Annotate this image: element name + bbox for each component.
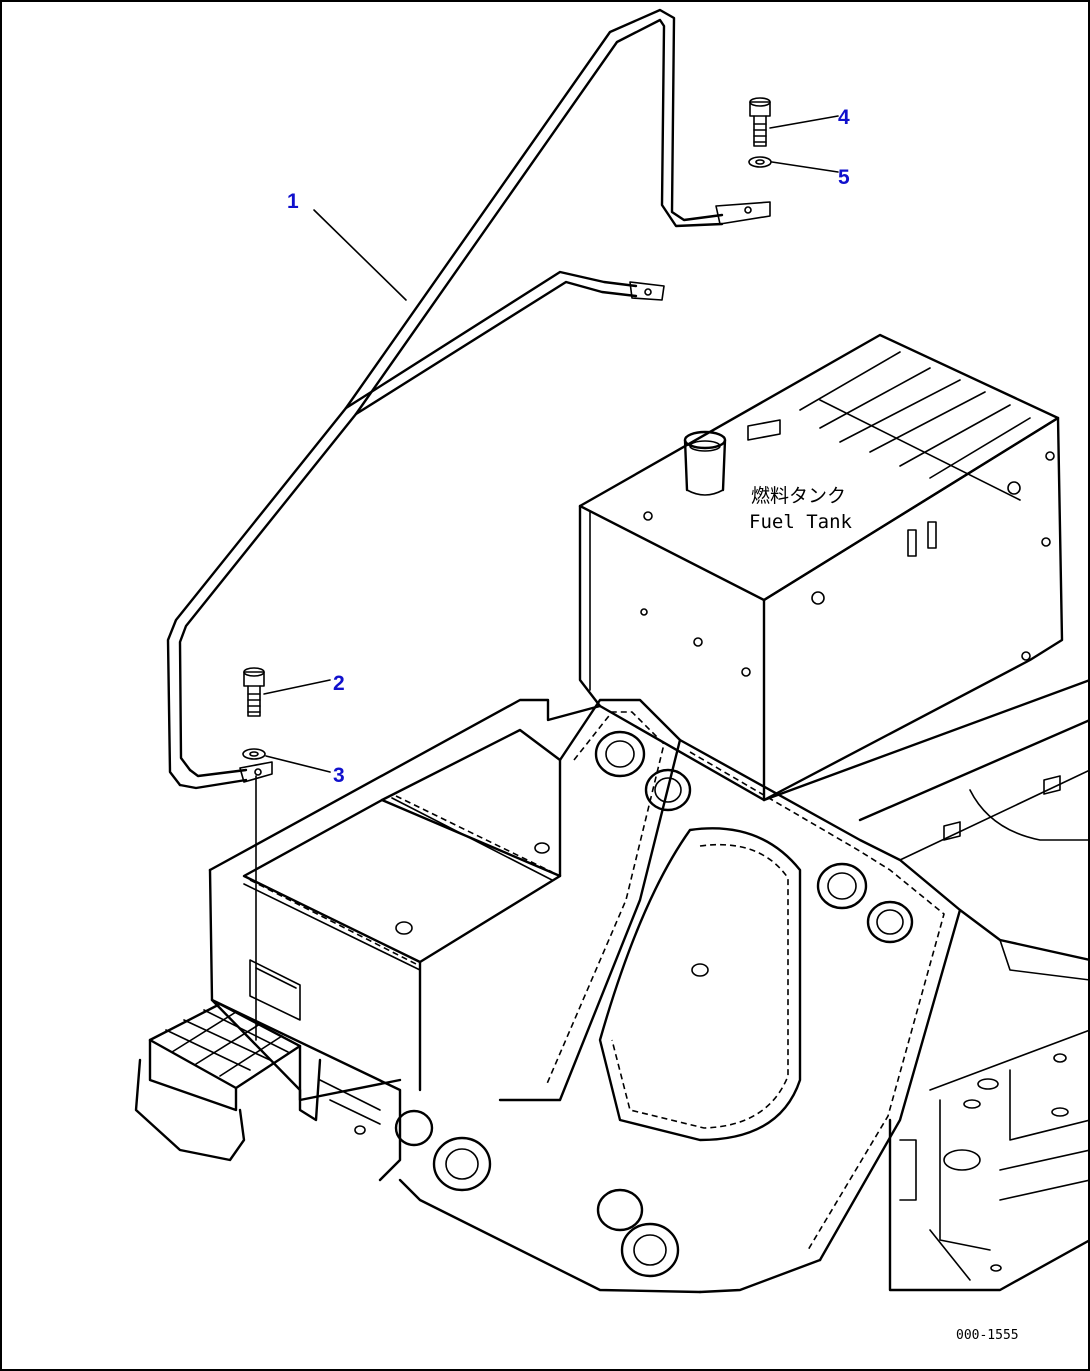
callout-3: 3 xyxy=(333,764,345,787)
callout-4: 4 xyxy=(838,106,850,129)
tank-label-en: Fuel Tank xyxy=(749,511,853,533)
bolt-lower xyxy=(243,667,265,717)
washer-upper xyxy=(748,156,772,168)
filler-cap xyxy=(683,430,727,496)
handrail-pipe xyxy=(166,8,771,790)
drawing-code: 000-1555 xyxy=(956,1328,1019,1343)
callouts: 1 2 3 4 5 xyxy=(287,106,850,787)
right-frame xyxy=(762,678,1090,1292)
callout-2: 2 xyxy=(333,672,345,695)
fuel-tank: 燃料タンク Fuel Tank xyxy=(578,333,1064,802)
washer-lower xyxy=(242,748,266,760)
tank-label-jp: 燃料タンク xyxy=(751,485,846,507)
step xyxy=(134,1002,322,1162)
leader-lines xyxy=(263,115,839,773)
boom-foot-bracket xyxy=(394,698,962,1294)
bolt-upper xyxy=(749,97,771,147)
callout-1: 1 xyxy=(287,190,299,213)
callout-5: 5 xyxy=(838,166,850,189)
revolving-frame xyxy=(134,678,1090,1294)
